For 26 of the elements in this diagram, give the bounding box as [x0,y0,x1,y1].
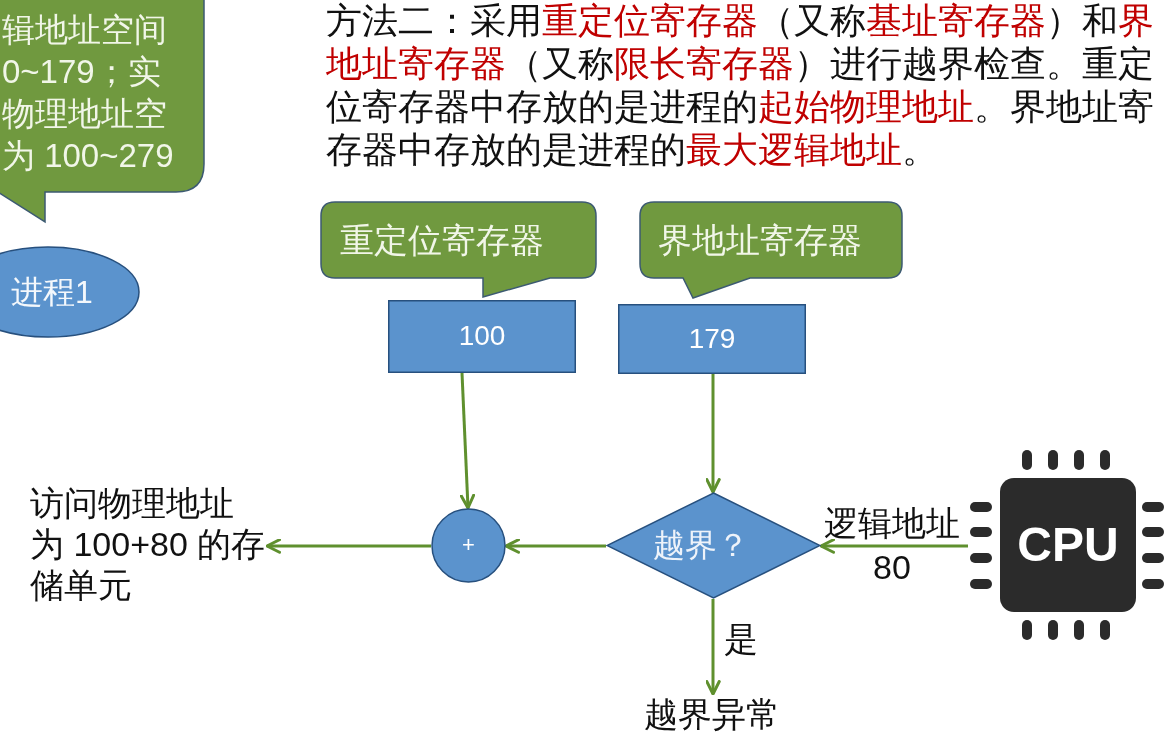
callout-text: 界地址寄存器 [658,220,862,261]
plus-sign: + [462,532,475,558]
register-box [618,304,806,374]
callout-text: 辑地址空间0~179；实物理地址空为 100~279 [2,10,174,176]
register-value: 100 [458,319,506,353]
arrow [504,538,606,554]
arrow [819,538,968,554]
decision-diamond [606,492,821,599]
description-paragraph: 方法二：采用重定位寄存器（又称基址寄存器）和界地址寄存器（又称限长寄存器）进行越界检查。重定位寄存器中存放的是进程的起始物理地址。界地址寄存器中存放的是进程的最大逻辑地址。 [326,0,1155,172]
arrow [459,372,476,510]
speech-callout [320,201,598,299]
callout-text: 重定位寄存器 [340,220,544,261]
decision-text: 越界？ [653,526,749,565]
exception-text: 越界异常 [644,694,780,734]
edge-label: 是 [724,620,758,660]
result-text: 访问物理地址为 100+80 的存储单元 [30,483,267,606]
arrow [705,599,721,696]
adder-circle [431,508,506,583]
register-value: 179 [688,322,736,356]
arrow [705,374,721,494]
speech-callout [0,0,206,224]
speech-callout [639,201,904,300]
register-box [388,300,576,373]
process-label: 进程1 [11,273,93,312]
edge-label: 逻辑地址 80 [823,503,961,588]
arrow [265,538,431,554]
